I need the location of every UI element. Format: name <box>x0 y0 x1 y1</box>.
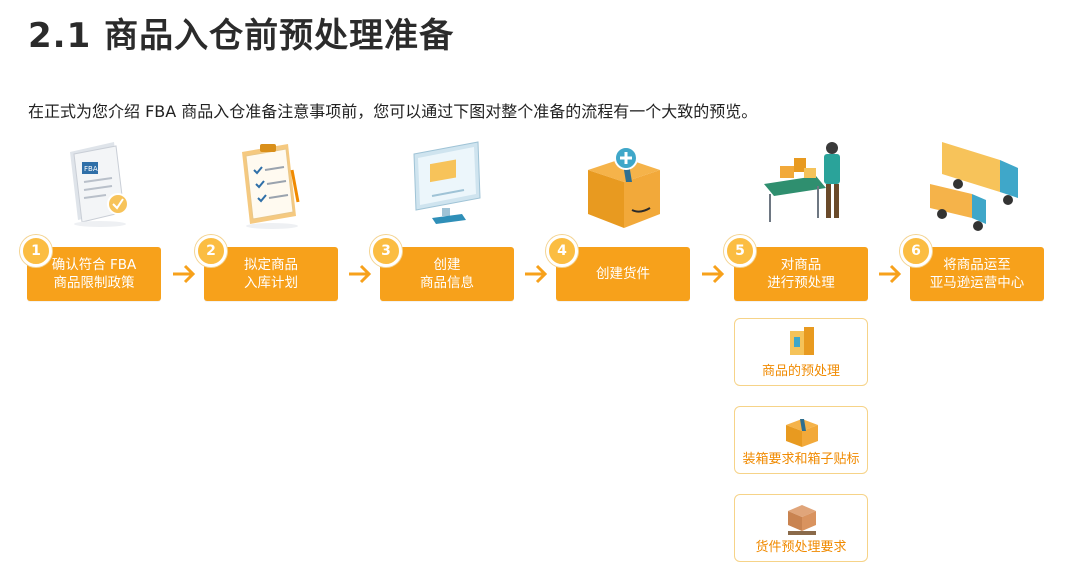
arrow-right-icon <box>702 264 725 284</box>
step-1-badge: 1 <box>20 235 52 267</box>
step-5-box: 对商品 进行预处理 <box>734 247 868 301</box>
computer-monitor-icon <box>413 141 481 224</box>
svg-text:FBA: FBA <box>84 165 98 173</box>
arrow-right-icon <box>349 264 372 284</box>
substep-product-prep: 商品的预处理 <box>734 318 868 386</box>
trucks-icon <box>930 142 1018 231</box>
labeled-box-icon <box>786 419 818 447</box>
box-plus-icon <box>588 146 660 228</box>
worker-table-icon <box>764 142 840 222</box>
step-3-box: 创建 商品信息 <box>380 247 514 301</box>
substep-label: 货件预处理要求 <box>755 540 847 555</box>
intro-paragraph: 在正式为您介绍 FBA 商品入仓准备注意事项前，您可以通过下图对整个准备的流程有… <box>28 102 758 121</box>
step-6-box: 将商品运至 亚马逊运营中心 <box>910 247 1044 301</box>
arrow-right-icon <box>525 264 548 284</box>
step-6-badge: 6 <box>900 235 932 267</box>
step-3-badge: 3 <box>370 235 402 267</box>
substep-shipment-prep: 货件预处理要求 <box>734 494 868 562</box>
step-2-badge: 2 <box>195 235 227 267</box>
clipboard-checklist-icon <box>242 144 300 229</box>
step-2-box: 拟定商品 入库计划 <box>204 247 338 301</box>
arrow-right-icon <box>173 264 196 284</box>
substep-label: 商品的预处理 <box>761 364 840 379</box>
step-5-badge: 5 <box>724 235 756 267</box>
pallet-boxes-icon <box>788 505 816 535</box>
substep-box-labeling: 装箱要求和箱子贴标 <box>734 406 868 474</box>
document-check-icon: FBA <box>70 142 129 227</box>
arrow-right-icon <box>879 264 902 284</box>
step-4-badge: 4 <box>546 235 578 267</box>
substep-label: 装箱要求和箱子贴标 <box>742 452 860 467</box>
product-items-icon <box>790 327 814 355</box>
step-4-box: 创建货件 <box>556 247 690 301</box>
page-title: 2.1 商品入仓前预处理准备 <box>28 16 455 56</box>
